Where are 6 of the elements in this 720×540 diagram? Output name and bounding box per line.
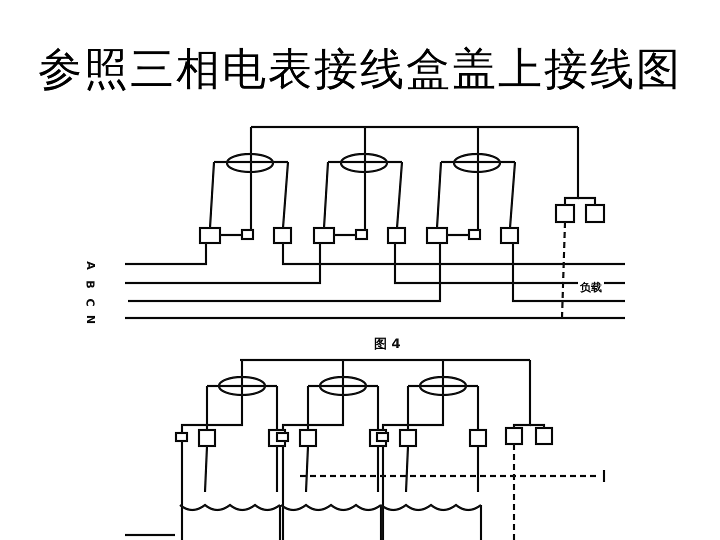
title: 参照三相电表接线盒盖上接线图 [37, 43, 683, 97]
phase-label: B [84, 278, 97, 291]
load-label: 负载 [578, 281, 604, 294]
phase-label: C [84, 296, 97, 309]
figure-label: 图 4 [372, 337, 403, 352]
phase-label: N [84, 312, 98, 326]
